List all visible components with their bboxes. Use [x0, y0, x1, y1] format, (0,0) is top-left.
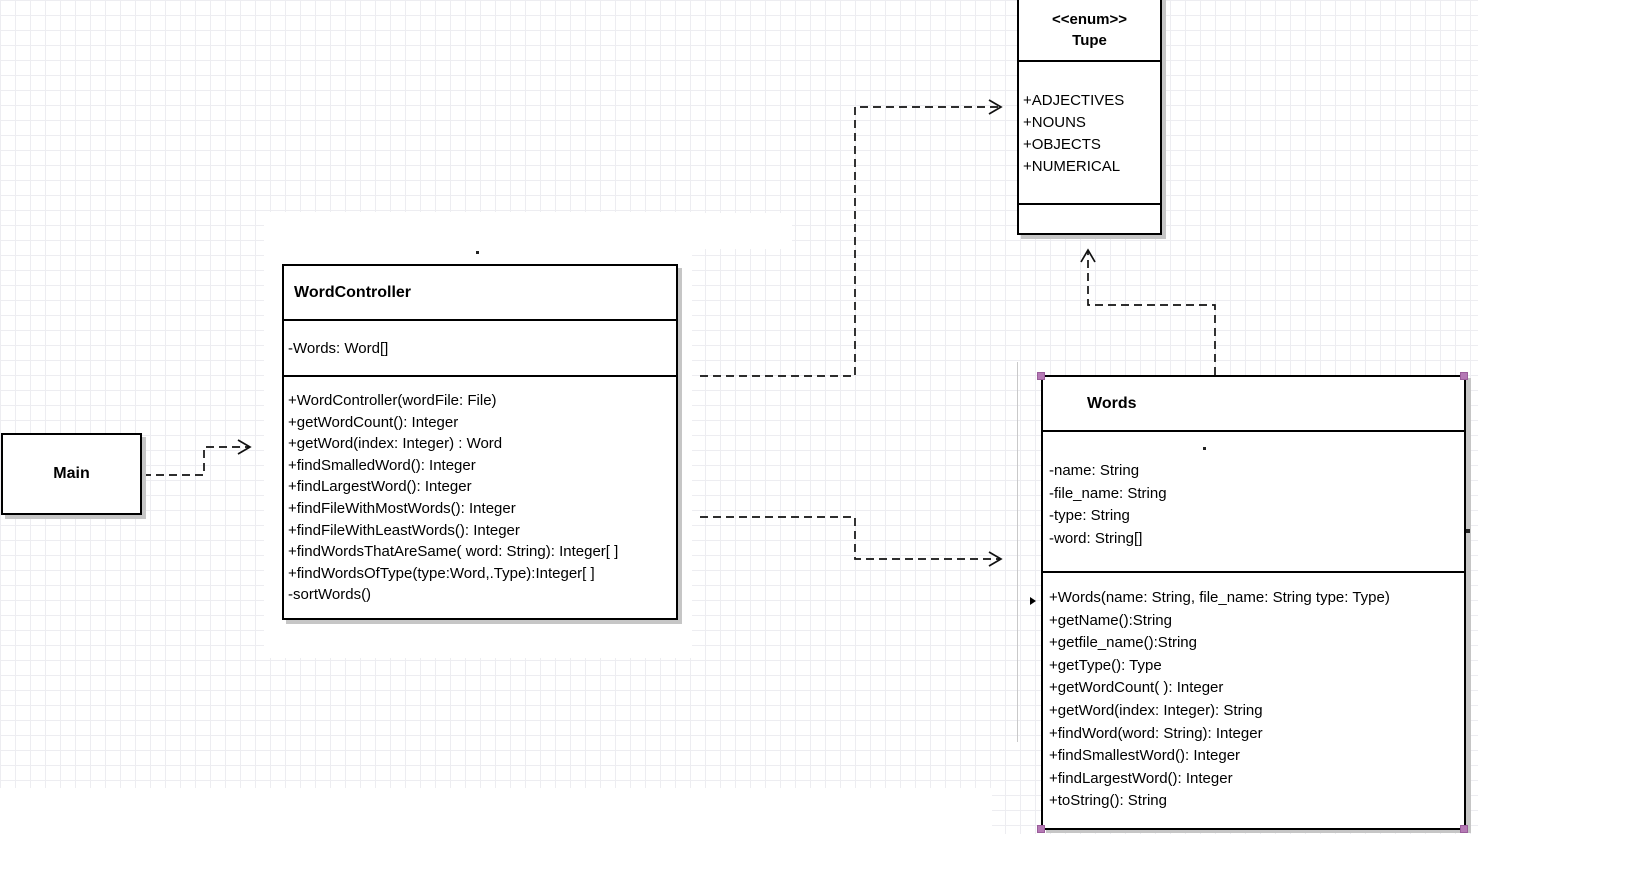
enum-value-line: +NOUNS: [1023, 114, 1086, 131]
method-line: +findLargestWord(): Integer: [1049, 769, 1233, 787]
methods-compartment: +WordController(wordFile: File) +getWordC…: [284, 377, 676, 616]
class-box-tupe[interactable]: <<enum>> Tupe +ADJECTIVES+NOUNS+OBJECTS+…: [1017, 0, 1162, 235]
class-box-words[interactable]: Words -name: String -file_name: String -ty…: [1041, 375, 1466, 830]
method-line: +getWordCount( ): Integer: [1049, 679, 1224, 697]
method-line: +findSmalledWord(): Integer: [288, 456, 476, 474]
attribute-line: -type: String: [1049, 507, 1130, 525]
method-line: +toString(): String: [1049, 792, 1167, 810]
stereotype-label: <<enum>>: [1051, 11, 1128, 28]
stray-tick: [1466, 529, 1470, 533]
method-line: +getWord(index: Integer) : Word: [288, 435, 503, 453]
methods-compartment: +Words(name: String, file_name: String t…: [1043, 573, 1464, 824]
connector-wordcontroller-to-tupe[interactable]: [700, 99, 1003, 377]
class-title: Tupe: [1072, 32, 1107, 49]
connector-words-to-tupe[interactable]: [1080, 248, 1216, 375]
method-line: +findWordsThatAreSame( word: String): In…: [288, 543, 619, 561]
enum-value-line: +OBJECTS: [1023, 136, 1101, 153]
connector-main-to-wordcontroller[interactable]: [143, 439, 252, 476]
resize-handle-bottom-left[interactable]: [1037, 825, 1045, 833]
method-line: +findWord(word: String): Integer: [1049, 724, 1263, 742]
title-compartment: WordController: [284, 266, 676, 321]
method-line: -sortWords(): [288, 586, 372, 604]
stray-dot: [1203, 447, 1206, 450]
enum-value-line: +ADJECTIVES: [1023, 92, 1125, 109]
method-line: +findFileWithMostWords(): Integer: [288, 499, 516, 517]
method-line: +WordController(wordFile: File): [288, 392, 497, 409]
attribute-line: -word: String[]: [1049, 530, 1143, 548]
stray-dot: [476, 251, 479, 254]
method-line: +getType(): Type: [1049, 656, 1162, 674]
white-patch: [0, 788, 992, 894]
method-line: +findLargestWord(): Integer: [288, 478, 472, 496]
method-line: +findWordsOfType(type:Word,.Type):Intege…: [288, 564, 595, 582]
connector-wordcontroller-to-words[interactable]: [700, 516, 1003, 567]
title-compartment: Words: [1043, 377, 1464, 432]
empty-compartment: [1019, 205, 1160, 233]
method-line: +getName():String: [1049, 611, 1172, 629]
caret-mark: [1030, 597, 1036, 605]
method-line: +getfile_name():String: [1049, 634, 1197, 652]
method-line: +getWord(index: Integer): String: [1049, 701, 1263, 719]
title-compartment: <<enum>> Tupe: [1019, 0, 1160, 62]
white-patch: [1478, 0, 1634, 894]
class-title: Words: [1087, 394, 1137, 412]
method-line: +findSmallestWord(): Integer: [1049, 747, 1241, 765]
attributes-compartment: -name: String -file_name: String -type: St…: [1043, 432, 1464, 573]
attribute-line: -file_name: String: [1049, 484, 1167, 502]
class-title: WordController: [294, 283, 412, 301]
resize-handle-top-right[interactable]: [1460, 372, 1468, 380]
resize-handle-bottom-right[interactable]: [1460, 825, 1468, 833]
enum-values-compartment: +ADJECTIVES +NOUNS +OBJECTS +NUMERICAL: [1019, 62, 1160, 205]
attributes-compartment: -Words: Word[]: [284, 321, 676, 377]
resize-handle-top-left[interactable]: [1037, 372, 1045, 380]
attribute-line: -Words: Word[]: [288, 339, 389, 357]
method-line: +getWordCount(): Integer: [288, 413, 459, 431]
white-patch: [690, 213, 792, 249]
guide-line: [1017, 362, 1018, 742]
enum-value-line: +NUMERICAL: [1023, 158, 1121, 175]
class-title: Main: [53, 465, 90, 482]
class-box-main[interactable]: Main: [1, 433, 142, 515]
attribute-line: -name: String: [1049, 462, 1140, 479]
method-line: +findFileWithLeastWords(): Integer: [288, 521, 520, 539]
method-line: +Words(name: String, file_name: String t…: [1049, 589, 1390, 606]
class-box-wordcontroller[interactable]: WordController -Words: Word[] +WordContr…: [282, 264, 678, 620]
